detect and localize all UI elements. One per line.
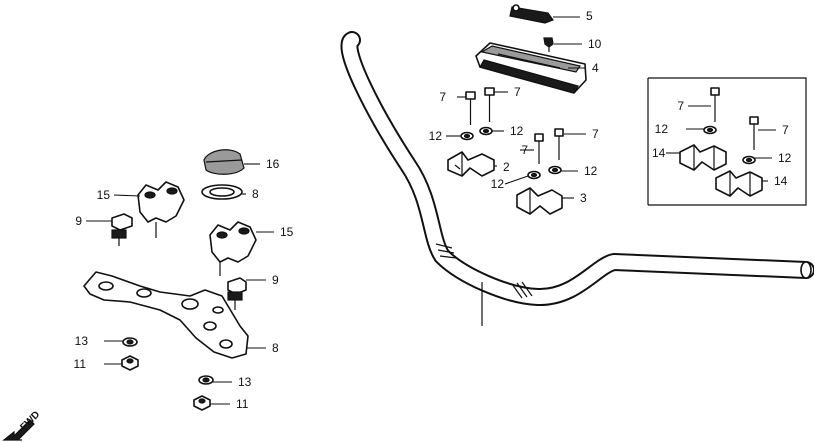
- callout-number: 7: [782, 123, 789, 137]
- variant-box: [647, 77, 807, 206]
- cover-screw: [543, 37, 554, 52]
- callout-number: 11: [236, 397, 249, 411]
- handlebar-cover: [475, 42, 587, 94]
- riser-washer: [201, 184, 243, 200]
- callout-number: 12: [778, 151, 792, 165]
- callout-number: 7: [592, 127, 599, 141]
- holder-bolt: [554, 128, 564, 160]
- callout-number: 7: [439, 90, 446, 104]
- lower-holder: [516, 187, 563, 215]
- leader-line: [113, 194, 141, 197]
- callout-number: 4: [592, 61, 599, 75]
- callout-number: 14: [774, 174, 788, 188]
- washer: [460, 131, 474, 141]
- lock-washer: [198, 375, 214, 385]
- callout-number: 13: [238, 375, 252, 389]
- washer: [703, 125, 717, 135]
- rubber-bushing-lower: [209, 221, 257, 276]
- callout-number: 12: [429, 129, 443, 143]
- callout-number: 12: [510, 124, 524, 138]
- callout-number: 9: [272, 273, 279, 287]
- lower-holder-variant: [715, 170, 763, 197]
- callout-number: 2: [503, 160, 510, 174]
- holder-bolt: [534, 133, 544, 164]
- callout-number: 10: [588, 37, 602, 51]
- holder-bolt: [465, 91, 476, 125]
- handlebar-emblem: [509, 4, 554, 24]
- callout-number: 12: [655, 122, 669, 136]
- lock-washer: [122, 337, 138, 347]
- holder-bolt: [484, 87, 495, 122]
- riser-cap: [203, 149, 245, 175]
- callout-number: 8: [252, 187, 259, 201]
- leader-lines: [86, 16, 776, 405]
- upper-holder: [447, 151, 495, 177]
- callout-number: 3: [580, 191, 587, 205]
- washer: [742, 155, 756, 165]
- handlebar-pipe: [340, 31, 814, 326]
- callout-number: 15: [97, 188, 111, 202]
- fwd-label: FWD: [18, 409, 42, 433]
- washer: [527, 170, 541, 180]
- callout-number: 12: [584, 164, 598, 178]
- callout-number: 14: [652, 146, 666, 160]
- washer: [548, 165, 562, 175]
- callout-number: 16: [266, 157, 280, 171]
- callout-number: 9: [75, 214, 82, 228]
- nut: [193, 395, 211, 411]
- leader-line: [504, 175, 529, 185]
- nut: [121, 355, 139, 371]
- riser-bracket: [83, 271, 249, 359]
- rubber-bushing-upper: [137, 181, 185, 238]
- riser-bolt: [227, 277, 247, 310]
- callout-number: 15: [280, 225, 294, 239]
- callout-number: 13: [75, 334, 89, 348]
- riser-bolt: [111, 213, 133, 246]
- callout-number: 11: [74, 357, 87, 371]
- holder-bolt: [749, 116, 759, 150]
- holder-bolt: [710, 87, 720, 122]
- callout-number: 7: [677, 99, 684, 113]
- forward-arrow-icon: [2, 419, 35, 441]
- callout-number: 8: [272, 341, 279, 355]
- washer: [479, 126, 493, 136]
- callout-number: 12: [491, 177, 505, 191]
- callout-number: 7: [514, 85, 521, 99]
- callout-number: 5: [586, 9, 593, 23]
- upper-holder-variant: [679, 144, 727, 171]
- callout-number: 7: [521, 143, 528, 157]
